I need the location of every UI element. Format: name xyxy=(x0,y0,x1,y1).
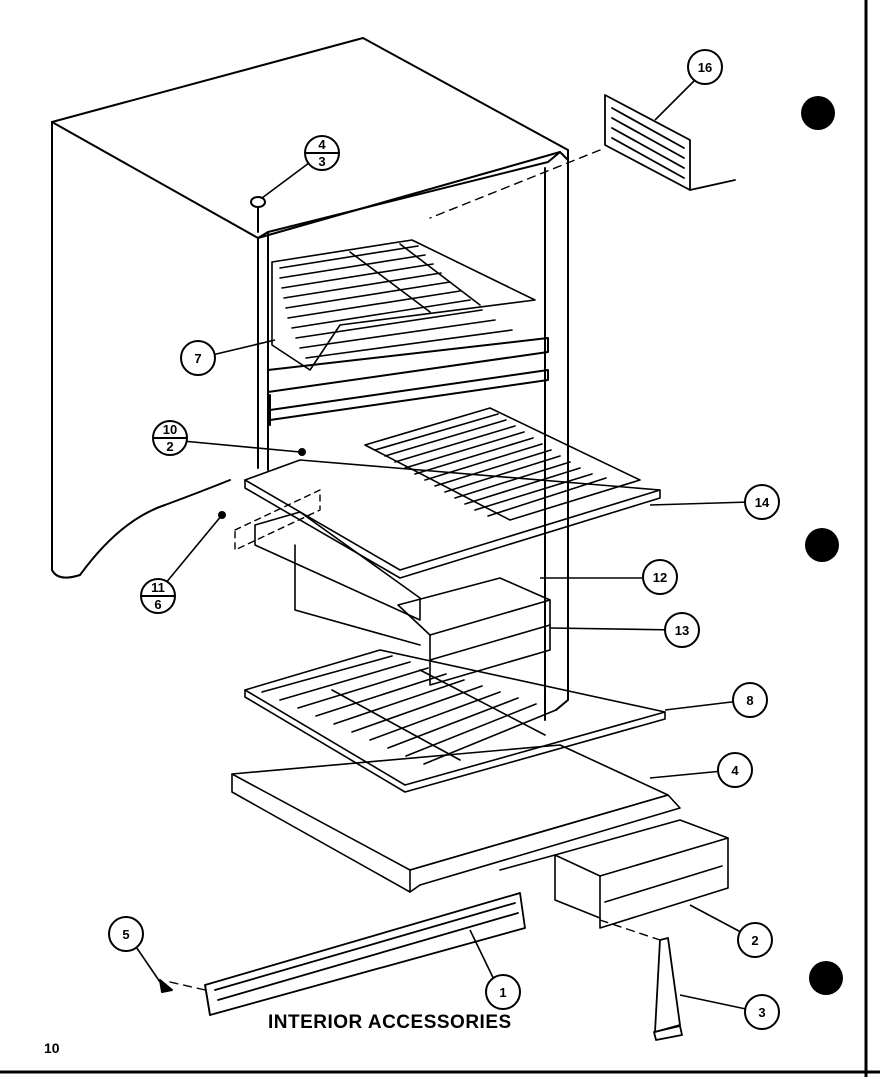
svg-text:10: 10 xyxy=(163,422,177,437)
binder-hole-top xyxy=(801,96,835,130)
svg-text:5: 5 xyxy=(122,927,129,942)
vent-grille xyxy=(604,94,736,191)
callout-8: 8 xyxy=(732,682,768,718)
meat-keeper xyxy=(254,511,551,686)
screw-part xyxy=(250,196,266,208)
callout-16: 16 xyxy=(687,49,723,85)
callout-4: 4 xyxy=(717,752,753,788)
svg-text:2: 2 xyxy=(751,933,758,948)
callout-13: 13 xyxy=(664,612,700,648)
upper-shelf xyxy=(244,407,661,579)
svg-text:1: 1 xyxy=(499,985,506,1000)
svg-text:11: 11 xyxy=(151,580,165,595)
callout-12: 12 xyxy=(642,559,678,595)
assembly-lines xyxy=(169,149,661,991)
callout-11-6: 116 xyxy=(140,578,176,614)
base-grille xyxy=(204,892,526,1016)
svg-text:2: 2 xyxy=(166,439,173,454)
crisper-drawer xyxy=(499,819,729,929)
callout-5: 5 xyxy=(108,916,144,952)
callout-1: 1 xyxy=(485,974,521,1010)
freezer-shelf xyxy=(271,239,536,371)
shelf-support xyxy=(234,489,321,551)
page-number: 10 xyxy=(44,1040,60,1056)
callout-14: 14 xyxy=(744,484,780,520)
svg-text:4: 4 xyxy=(318,137,326,152)
callouts: 16 43 7 102 14 116 12 13 8 4 2 3 1 5 xyxy=(108,49,780,1030)
binder-hole-middle xyxy=(805,528,839,562)
freezer-divider xyxy=(267,337,549,426)
svg-text:3: 3 xyxy=(318,154,325,169)
svg-text:14: 14 xyxy=(755,495,770,510)
svg-text:3: 3 xyxy=(758,1005,765,1020)
callout-3: 3 xyxy=(744,994,780,1030)
callout-2: 2 xyxy=(737,922,773,958)
svg-text:7: 7 xyxy=(194,351,201,366)
leveling-leg xyxy=(653,937,683,1041)
svg-text:6: 6 xyxy=(154,597,161,612)
binder-holes xyxy=(801,96,843,995)
svg-text:13: 13 xyxy=(675,623,689,638)
clip-part xyxy=(159,979,173,993)
svg-text:12: 12 xyxy=(653,570,667,585)
svg-text:16: 16 xyxy=(698,60,712,75)
callout-7: 7 xyxy=(180,340,216,376)
leader-lines xyxy=(127,74,761,1013)
diagram-title: INTERIOR ACCESSORIES xyxy=(268,1012,512,1033)
lower-shelf xyxy=(244,649,666,793)
cabinet-shell xyxy=(51,37,569,721)
callout-10-2: 102 xyxy=(152,420,188,456)
svg-text:8: 8 xyxy=(746,693,753,708)
crisper-cover xyxy=(231,744,681,893)
binder-hole-bottom xyxy=(809,961,843,995)
callout-4-3: 43 xyxy=(304,135,340,171)
svg-text:4: 4 xyxy=(731,763,739,778)
